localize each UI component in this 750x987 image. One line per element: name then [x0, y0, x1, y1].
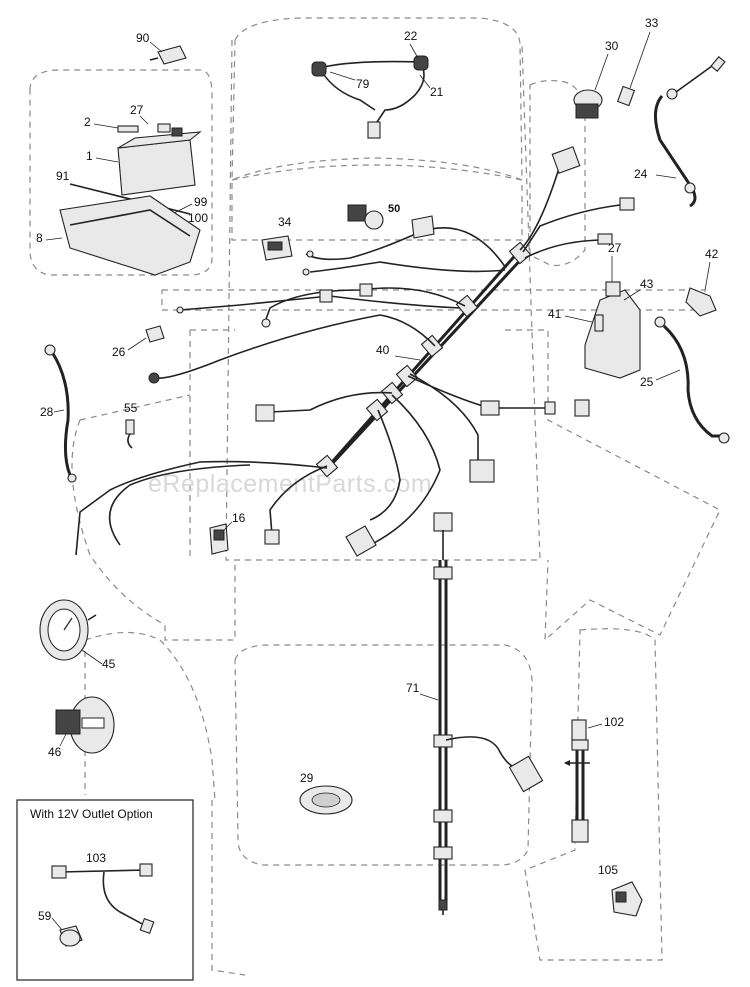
part-45-gauge: 45 [39, 599, 116, 671]
harness-71 [433, 512, 544, 915]
callout-41: 41 [548, 307, 562, 321]
part-105-outlet: 105 [598, 863, 643, 917]
callout-46: 46 [48, 745, 62, 759]
callout-33: 33 [645, 16, 659, 30]
callout-43: 43 [640, 277, 654, 291]
part-28-cable: 28 [40, 344, 77, 483]
callout-103: 103 [86, 851, 106, 865]
part-34-switch: 34 [261, 215, 293, 261]
leader-71 [419, 693, 439, 701]
part-24-cable: 24 [634, 56, 726, 208]
callout-42: 42 [705, 247, 719, 261]
part-55-ground-bolt: 55 [124, 401, 138, 449]
callout-16: 16 [232, 511, 246, 525]
inset-12v-outlet: With 12V Outlet Option 103 59 [16, 799, 194, 981]
part-50-switch: 50 [347, 203, 435, 239]
callout-30: 30 [605, 39, 619, 53]
callout-45: 45 [102, 657, 116, 671]
callout-105: 105 [598, 863, 618, 877]
watermark-text: eReplacementParts.com [148, 470, 432, 498]
part-29-grommet: 29 [299, 771, 353, 815]
callout-22: 22 [404, 29, 418, 43]
leader-40 [394, 355, 421, 361]
leader-102 [587, 723, 603, 729]
callout-2: 2 [84, 115, 91, 129]
callout-50: 50 [388, 203, 400, 215]
callout-28: 28 [40, 405, 54, 419]
part-42-terminal-boot: 42 [685, 247, 719, 317]
callout-27b: 27 [608, 241, 622, 255]
callout-8: 8 [36, 231, 43, 245]
main-harness [75, 146, 635, 557]
callout-100: 100 [188, 211, 208, 225]
part-46-hour-meter: 46 [48, 696, 115, 759]
part-90-terminal: 90 [136, 31, 187, 65]
part-26-fuse: 26 [112, 325, 165, 359]
callout-27a: 27 [130, 103, 144, 117]
part-30-key-switch: 30 [573, 39, 619, 119]
part-8-battery-tray: 8 [36, 195, 201, 276]
harness-102 [564, 719, 590, 843]
callout-34: 34 [278, 215, 292, 229]
callout-1: 1 [86, 149, 93, 163]
callout-102: 102 [604, 715, 624, 729]
callout-26: 26 [112, 345, 126, 359]
callout-40: 40 [376, 343, 390, 357]
callout-25: 25 [640, 375, 654, 389]
callout-24: 24 [634, 167, 648, 181]
part-21-22-79-lamp-harness: 22 79 21 [311, 29, 444, 139]
callout-99: 99 [194, 195, 208, 209]
callout-21: 21 [430, 85, 444, 99]
callout-79: 79 [356, 77, 370, 91]
callout-55: 55 [124, 401, 138, 415]
part-2-27-bolts: 2 27 [84, 103, 171, 133]
callout-71: 71 [406, 681, 420, 695]
part-41-43-solenoid: 27 43 41 [548, 241, 654, 379]
callout-91: 91 [56, 169, 70, 183]
part-16-relay: 16 [209, 511, 246, 555]
callout-59: 59 [38, 909, 52, 923]
part-25-cable: 25 [640, 316, 730, 444]
inset-title: With 12V Outlet Option [30, 807, 153, 821]
part-33-key: 33 [616, 16, 659, 107]
part-1-battery: 1 [86, 127, 202, 196]
callout-29: 29 [300, 771, 314, 785]
callout-90: 90 [136, 31, 150, 45]
